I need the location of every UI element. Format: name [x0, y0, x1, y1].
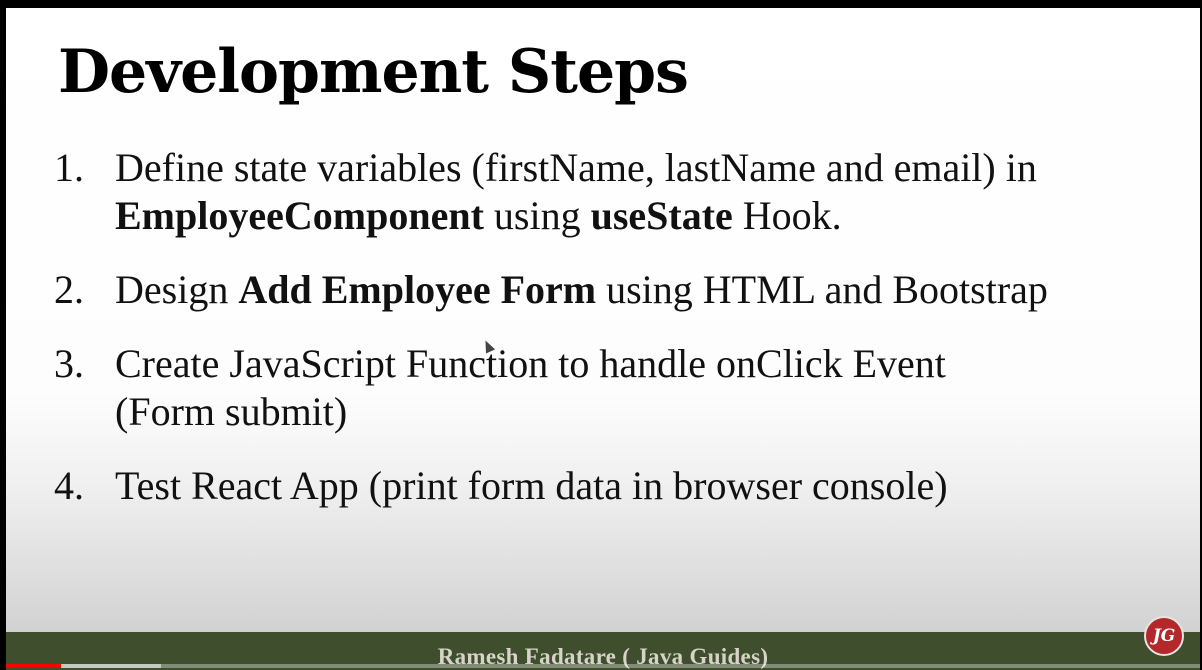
progress-buffered	[6, 664, 162, 668]
step-text-segment: using HTML and Bootstrap	[596, 267, 1048, 312]
step-number: 4.	[54, 463, 84, 508]
step-number: 3.	[54, 341, 84, 386]
step-text-segment: using	[483, 193, 591, 238]
footer-author: Ramesh Fadatare ( Java Guides)	[437, 644, 769, 669]
step-number: 2.	[54, 267, 84, 312]
step-text-segment-bold: useState	[590, 193, 733, 238]
slide-footer: Ramesh Fadatare ( Java Guides)	[6, 632, 1200, 670]
step-line: Create JavaScript Function to handle onC…	[115, 340, 1174, 388]
step-line: Test React App (print form data in brows…	[115, 462, 1174, 510]
step-text-segment: Test React App (print form data in brows…	[115, 463, 948, 508]
step-line: (Form submit)	[115, 388, 1174, 436]
step-line: Design Add Employee Form using HTML and …	[115, 266, 1174, 314]
step-text-segment-bold: Add Employee Form	[238, 267, 597, 312]
step-text-segment: Define state variables (firstName, lastN…	[115, 145, 1037, 190]
slide: Development Steps 1. Define state variab…	[6, 8, 1200, 632]
step-text-segment: (Form submit)	[115, 389, 348, 434]
step-number: 1.	[54, 145, 84, 190]
step-text-segment: Design	[115, 267, 239, 312]
step-line: EmployeeComponent using useState Hook.	[115, 192, 1174, 240]
slide-title: Development Steps	[58, 37, 689, 107]
progress-played	[6, 664, 61, 668]
channel-logo-icon[interactable]: JG	[1144, 616, 1184, 656]
step-item: 1. Define state variables (firstName, la…	[54, 144, 1174, 240]
step-item: 3. Create JavaScript Function to handle …	[54, 340, 1174, 436]
video-progress-bar[interactable]	[6, 664, 1200, 668]
step-text-segment: Create JavaScript Function to handle onC…	[115, 341, 946, 386]
step-line: Define state variables (firstName, lastN…	[115, 144, 1174, 192]
steps-list: 1. Define state variables (firstName, la…	[54, 144, 1174, 536]
step-text-segment-bold: EmployeeComponent	[115, 193, 484, 238]
step-item: 4. Test React App (print form data in br…	[54, 462, 1174, 510]
step-text-segment: Hook.	[732, 193, 842, 238]
step-item: 2. Design Add Employee Form using HTML a…	[54, 266, 1174, 314]
